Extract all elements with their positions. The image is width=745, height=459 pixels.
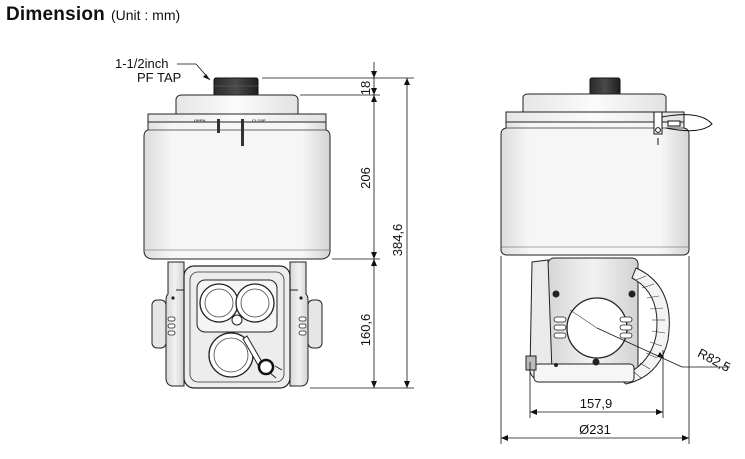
latch-right — [241, 119, 244, 146]
yoke-right-arm — [289, 261, 309, 387]
open-label: OPEN — [194, 118, 205, 123]
dim-housing-diameter: Ø231 — [579, 422, 611, 437]
dim-cap-height: 18 — [358, 81, 373, 95]
right-knob — [307, 299, 323, 349]
callout-line1: 1-1/2inch — [115, 56, 168, 71]
front-dimension-arrows — [371, 71, 410, 388]
left-knob — [151, 299, 167, 349]
callout-line2: PF TAP — [137, 70, 181, 85]
cap-step — [147, 113, 327, 123]
dim-radius: R82,5 — [695, 345, 733, 375]
page-header: Dimension (Unit : mm) — [6, 4, 180, 26]
front-view: OPEN CLOSE — [143, 77, 331, 389]
side-dimensions — [500, 256, 730, 444]
yoke-left-arm — [165, 261, 185, 387]
side-base — [533, 363, 635, 383]
main-housing — [143, 121, 331, 260]
side-latch — [653, 111, 713, 135]
side-bolts — [552, 290, 636, 367]
dim-housing-height: 206 — [358, 167, 373, 189]
top-cap — [175, 94, 299, 115]
pf-tap-callout: 1-1/2inch PF TAP — [115, 56, 211, 85]
latch-left — [217, 119, 220, 133]
side-connector — [525, 355, 537, 371]
dim-lower-height: 160,6 — [358, 314, 373, 347]
lens-center-dot — [231, 314, 243, 326]
dim-total-height: 384,6 — [390, 224, 405, 257]
lens-right — [235, 283, 275, 323]
wiper-pivot — [257, 358, 275, 376]
unit-label: (Unit : mm) — [110, 7, 181, 23]
side-pf-cap — [589, 77, 621, 97]
side-sunshield-ribs — [632, 275, 666, 379]
lens-left — [199, 283, 239, 323]
close-label: CLOSE — [252, 118, 266, 123]
side-top-cap — [522, 93, 667, 113]
side-view — [500, 77, 713, 385]
page-title: Dimension — [6, 4, 105, 25]
side-dimension-arrows — [501, 352, 689, 441]
side-main-housing — [500, 121, 690, 256]
front-dimensions — [262, 62, 414, 389]
dim-side-width: 157,9 — [580, 396, 613, 411]
